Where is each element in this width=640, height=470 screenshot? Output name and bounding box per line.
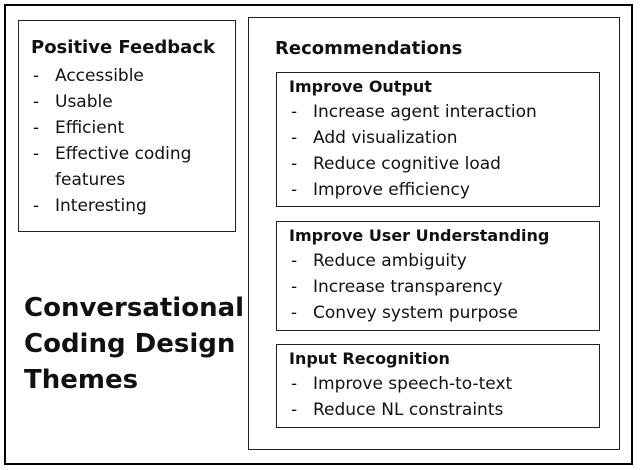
title-line: Conversational xyxy=(24,293,245,323)
list-item: Increase agent interaction xyxy=(287,99,597,125)
list-item: Reduce NL constraints xyxy=(287,397,597,423)
list-item: Interesting xyxy=(29,193,229,219)
input-recognition-list: Improve speech-to-text Reduce NL constra… xyxy=(287,371,597,423)
diagram-title: Conversational Coding Design Themes xyxy=(24,290,254,398)
list-item: Convey system purpose xyxy=(287,300,597,326)
positive-feedback-list: Accessible Usable Efficient Effective co… xyxy=(29,63,229,219)
improve-user-understanding-box: Improve User Understanding Reduce ambigu… xyxy=(276,221,600,331)
list-item: Improve efficiency xyxy=(287,177,597,203)
recommendations-heading: Recommendations xyxy=(275,38,463,59)
list-item: Add visualization xyxy=(287,125,597,151)
list-item: Effective coding features xyxy=(29,141,205,193)
list-item: Efficient xyxy=(29,115,229,141)
list-item: Accessible xyxy=(29,63,229,89)
outer-frame xyxy=(4,4,633,465)
improve-user-understanding-heading: Improve User Understanding xyxy=(289,226,550,245)
improve-output-heading: Improve Output xyxy=(289,77,432,96)
list-item: Reduce ambiguity xyxy=(287,248,597,274)
title-line: Themes xyxy=(24,365,139,395)
improve-output-box: Improve Output Increase agent interactio… xyxy=(276,72,600,207)
list-item: Reduce cognitive load xyxy=(287,151,597,177)
positive-feedback-box: Positive Feedback Accessible Usable Effi… xyxy=(18,20,236,232)
list-item: Improve speech-to-text xyxy=(287,371,597,397)
recommendations-box: Recommendations Improve Output Increase … xyxy=(248,17,620,450)
positive-feedback-heading: Positive Feedback xyxy=(31,37,215,58)
list-item: Increase transparency xyxy=(287,274,597,300)
improve-user-understanding-list: Reduce ambiguity Increase transparency C… xyxy=(287,248,597,326)
list-item: Usable xyxy=(29,89,229,115)
improve-output-list: Increase agent interaction Add visualiza… xyxy=(287,99,597,203)
input-recognition-box: Input Recognition Improve speech-to-text… xyxy=(276,344,600,428)
input-recognition-heading: Input Recognition xyxy=(289,349,450,368)
title-line: Coding Design xyxy=(24,329,236,359)
